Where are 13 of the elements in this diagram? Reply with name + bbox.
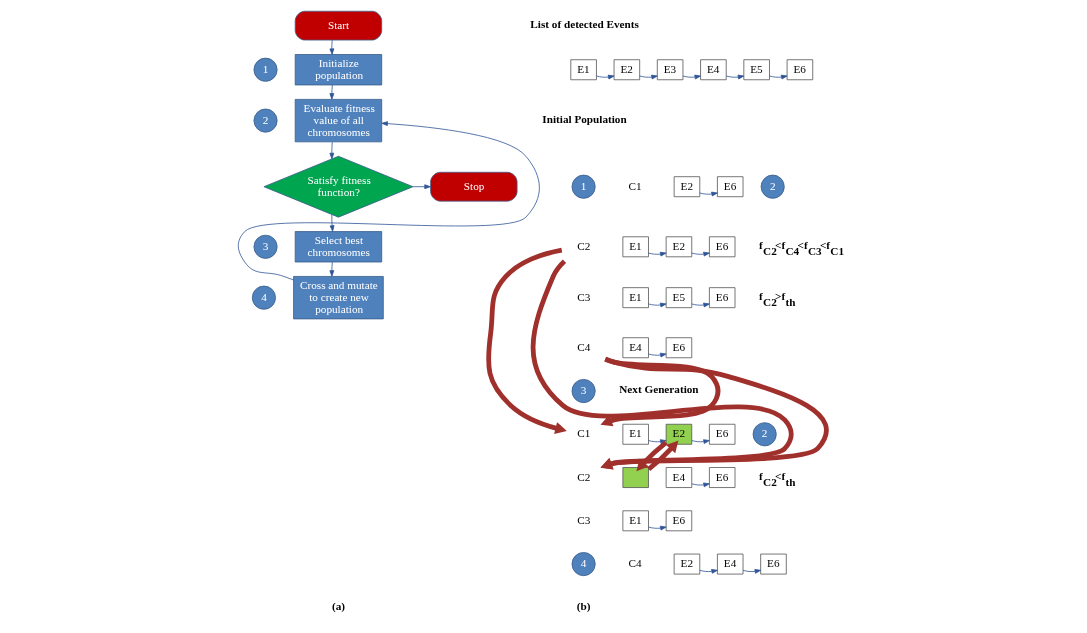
node-text: C2 <box>577 470 591 483</box>
label: C3 <box>577 290 591 303</box>
label: Next Generation <box>619 383 699 396</box>
label: C4 <box>628 557 642 570</box>
label: Initial Population <box>542 112 627 125</box>
label: List of detected Events <box>530 17 639 30</box>
node-text: C1 <box>577 427 591 440</box>
label: (b) <box>576 599 591 612</box>
node-text: C2 <box>577 239 591 252</box>
label: (a) <box>332 599 346 612</box>
label: C3 <box>577 513 591 526</box>
node-text: C4 <box>577 340 591 353</box>
label: C1 <box>628 179 642 192</box>
